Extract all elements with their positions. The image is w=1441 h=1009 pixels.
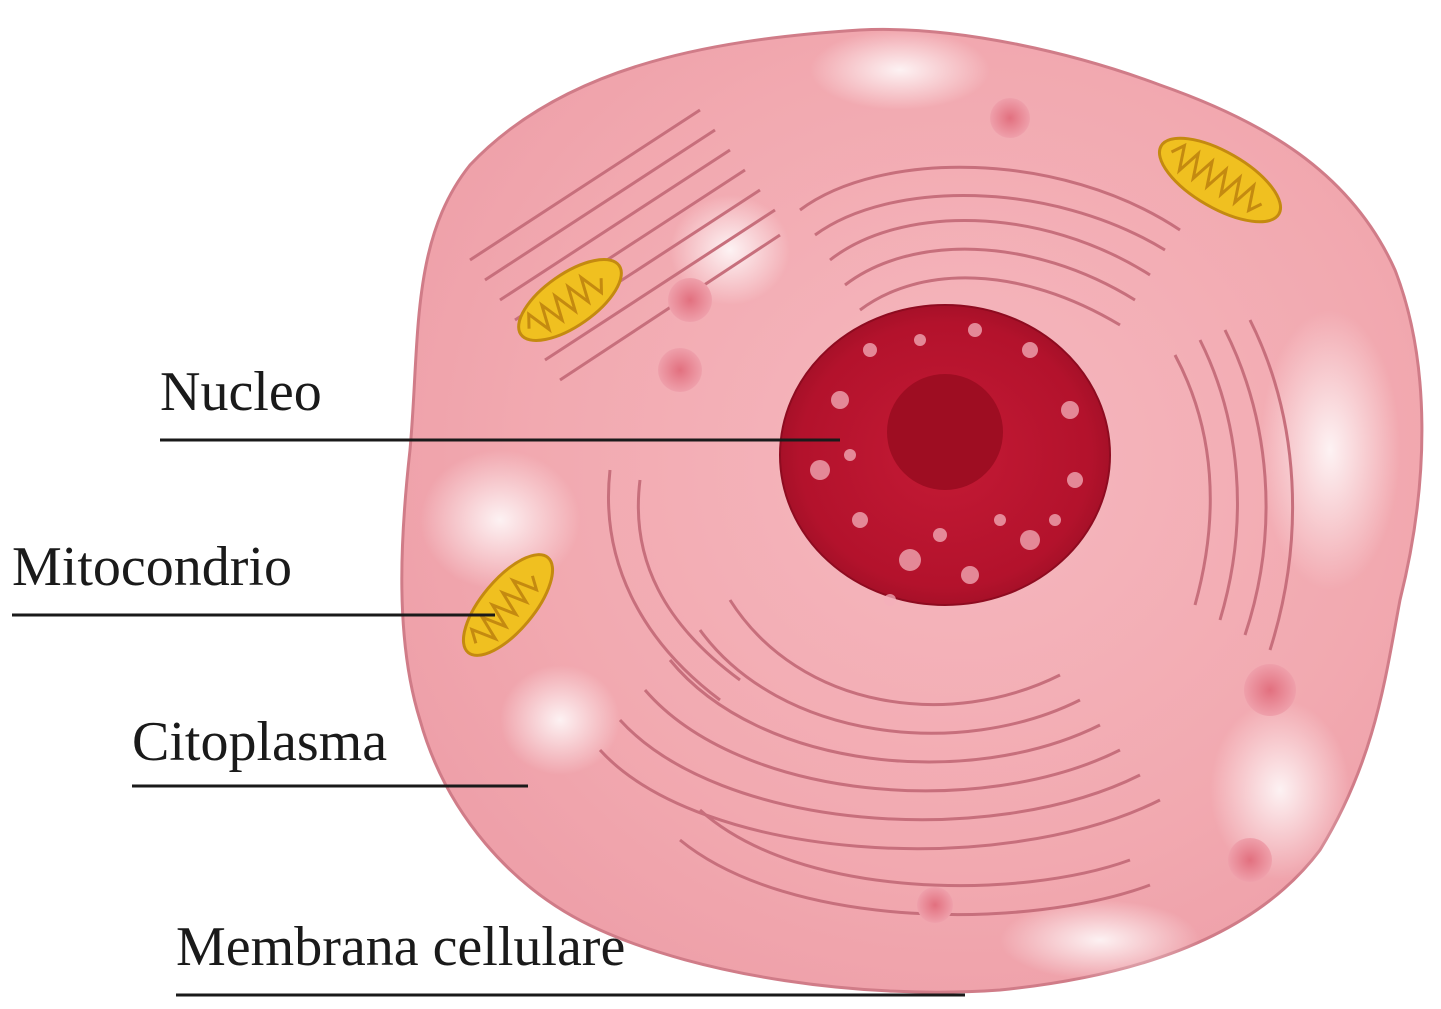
label-cytoplasm: Citoplasma: [132, 711, 387, 773]
nucleolus: [887, 374, 1003, 490]
label-nucleus: Nucleo: [160, 361, 322, 423]
label-mitochondrion: Mitocondrio: [12, 536, 292, 598]
label-membrane: Membrana cellulare: [176, 916, 625, 978]
nucleus: [780, 305, 1110, 606]
